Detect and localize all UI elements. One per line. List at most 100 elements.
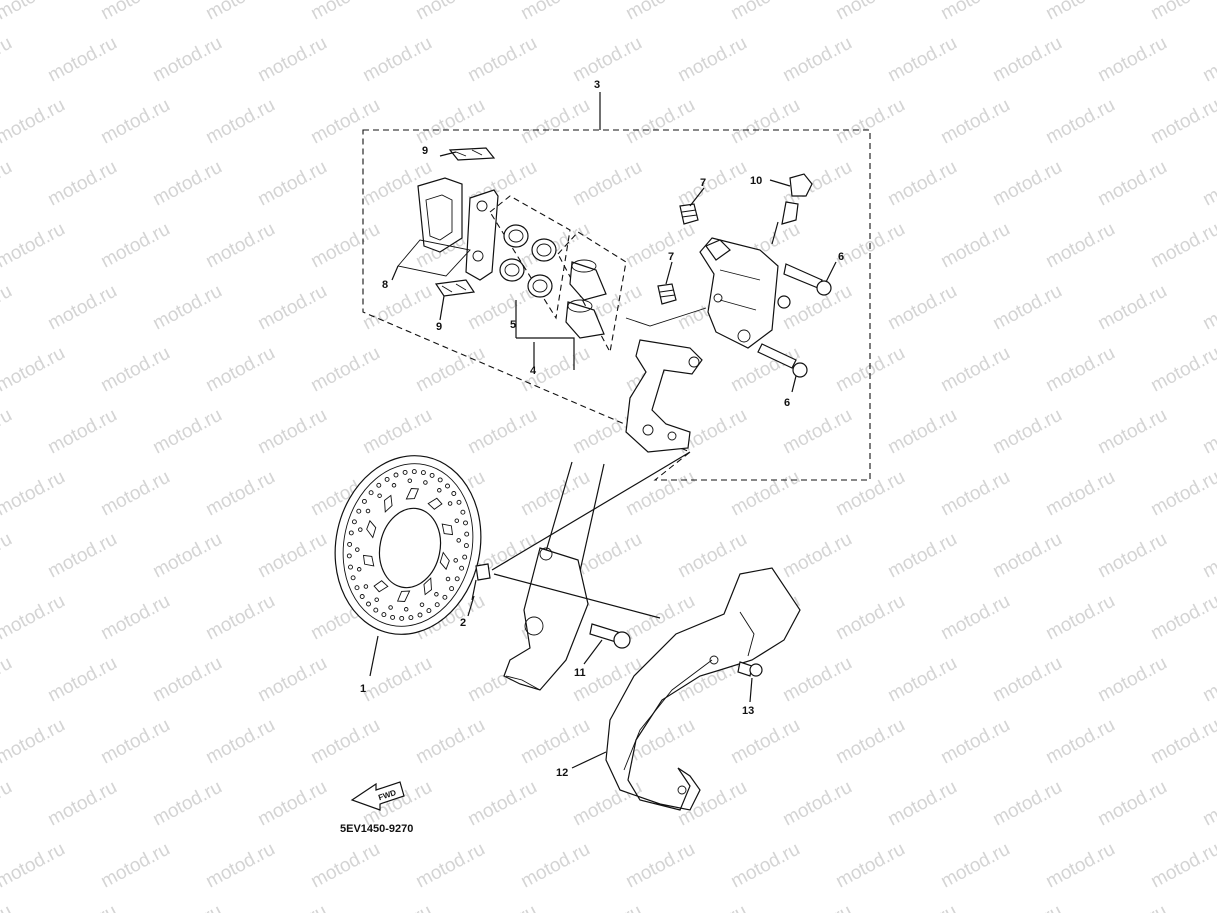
disc-hole xyxy=(402,469,408,475)
boot-lower[interactable] xyxy=(657,283,677,305)
watermark-text: motod.ru xyxy=(937,715,1013,769)
watermark-text: motod.ru xyxy=(1094,405,1170,459)
watermark-text: motod.ru xyxy=(202,0,278,24)
watermark-text: motod.ru xyxy=(202,219,278,273)
disc-hole xyxy=(391,483,397,488)
watermark-text: motod.ru xyxy=(622,95,698,149)
watermark-text: motod.ru xyxy=(44,157,120,211)
disc-hole xyxy=(420,470,426,476)
disc-hole xyxy=(356,508,362,514)
watermark-text: motod.ru xyxy=(254,901,330,913)
watermark-text: motod.ru xyxy=(202,839,278,893)
callout-4: 4 xyxy=(530,365,537,377)
cover-bolt[interactable] xyxy=(737,661,763,677)
watermark-text: motod.ru xyxy=(97,95,173,149)
boot-upper[interactable] xyxy=(679,203,699,225)
watermark-text: motod.ru xyxy=(0,715,69,769)
caliper-bolt-lower[interactable] xyxy=(757,343,808,378)
disc-hole xyxy=(351,519,357,525)
watermark-text: motod.ru xyxy=(44,281,120,335)
diagram-code: 5EV1450-9270 xyxy=(340,823,413,835)
disc-bolt[interactable] xyxy=(471,563,491,601)
watermark-text: motod.ru xyxy=(779,405,855,459)
watermark-text: motod.ru xyxy=(0,33,16,87)
disc-hole xyxy=(426,608,432,614)
callout-13: 13 xyxy=(742,705,754,717)
piston-seals[interactable] xyxy=(499,224,557,298)
watermark-text: motod.ru xyxy=(149,777,225,831)
caliper-bracket[interactable] xyxy=(625,339,703,453)
disc-hole xyxy=(381,612,387,618)
watermark-text: motod.ru xyxy=(1042,839,1118,893)
brake-disc[interactable] xyxy=(319,442,497,648)
disc-hole xyxy=(463,520,468,526)
pad-support-bottom[interactable] xyxy=(434,279,476,297)
watermark-text: motod.ru xyxy=(1147,467,1217,521)
callout-2: 2 xyxy=(460,617,466,629)
watermark-text: motod.ru xyxy=(254,33,330,87)
watermark-text: motod.ru xyxy=(202,591,278,645)
disc-slot xyxy=(405,488,420,500)
disc-hole xyxy=(451,491,457,496)
leader-lines xyxy=(369,151,837,769)
disc-hole xyxy=(346,553,352,559)
watermark-text: motod.ru xyxy=(412,0,488,24)
disc-hole xyxy=(419,602,425,607)
disc-slot xyxy=(384,494,393,513)
watermark-text: motod.ru xyxy=(1199,157,1217,211)
disc-hole xyxy=(347,541,353,547)
watermark-text: motod.ru xyxy=(202,715,278,769)
callout-9-upper: 9 xyxy=(422,145,428,157)
disc-hole xyxy=(447,501,453,506)
callout-1: 1 xyxy=(360,683,366,695)
small-nut[interactable] xyxy=(777,295,791,309)
disc-slot xyxy=(427,497,443,510)
watermark-text: motod.ru xyxy=(1199,405,1217,459)
watermark-text: motod.ru xyxy=(1094,529,1170,583)
watermark-text: motod.ru xyxy=(359,653,435,707)
caliper-body[interactable] xyxy=(625,237,779,349)
pad-support-top[interactable] xyxy=(448,147,496,161)
disc-hole xyxy=(464,531,470,537)
watermark-text: motod.ru xyxy=(44,405,120,459)
watermark-text: motod.ru xyxy=(97,219,173,273)
callout-7-lower: 7 xyxy=(668,251,674,263)
brake-pads[interactable] xyxy=(397,177,499,281)
disc-cover[interactable] xyxy=(605,567,801,811)
watermark-text: motod.ru xyxy=(307,95,383,149)
watermark-text: motod.ru xyxy=(149,157,225,211)
watermark-text: motod.ru xyxy=(884,529,960,583)
pistons[interactable] xyxy=(565,259,607,339)
watermark-text: motod.ru xyxy=(569,777,645,831)
disc-hole xyxy=(399,615,405,621)
disc-hole xyxy=(373,607,379,613)
watermark-text: motod.ru xyxy=(1199,653,1217,707)
caliper-bolt-upper[interactable] xyxy=(783,263,832,296)
watermark-text: motod.ru xyxy=(1094,653,1170,707)
disc-hole xyxy=(354,585,360,591)
watermark-text: motod.ru xyxy=(1042,467,1118,521)
watermark-text: motod.ru xyxy=(0,839,69,893)
watermark-text: motod.ru xyxy=(0,95,69,149)
disc-hole xyxy=(356,567,362,572)
watermark-text: motod.ru xyxy=(884,405,960,459)
watermark-text: motod.ru xyxy=(622,219,698,273)
watermark-text: motod.ru xyxy=(779,653,855,707)
watermark-text: motod.ru xyxy=(1042,343,1118,397)
bleed-screw[interactable] xyxy=(771,173,813,245)
disc-hole xyxy=(434,602,440,608)
watermark-text: motod.ru xyxy=(884,157,960,211)
watermark-text: motod.ru xyxy=(779,33,855,87)
watermark-text: motod.ru xyxy=(0,653,16,707)
axle-bolt[interactable] xyxy=(589,623,631,649)
watermark-text: motod.ru xyxy=(1199,901,1217,913)
watermark-text: motod.ru xyxy=(989,901,1065,913)
disc-hole xyxy=(442,594,448,600)
watermark-text: motod.ru xyxy=(0,0,69,24)
disc-hole xyxy=(348,530,354,536)
watermark-text: motod.ru xyxy=(464,405,540,459)
watermark-text: motod.ru xyxy=(412,839,488,893)
watermark-text: motod.ru xyxy=(517,467,593,521)
watermark-text: motod.ru xyxy=(779,529,855,583)
watermark-text: motod.ru xyxy=(727,839,803,893)
